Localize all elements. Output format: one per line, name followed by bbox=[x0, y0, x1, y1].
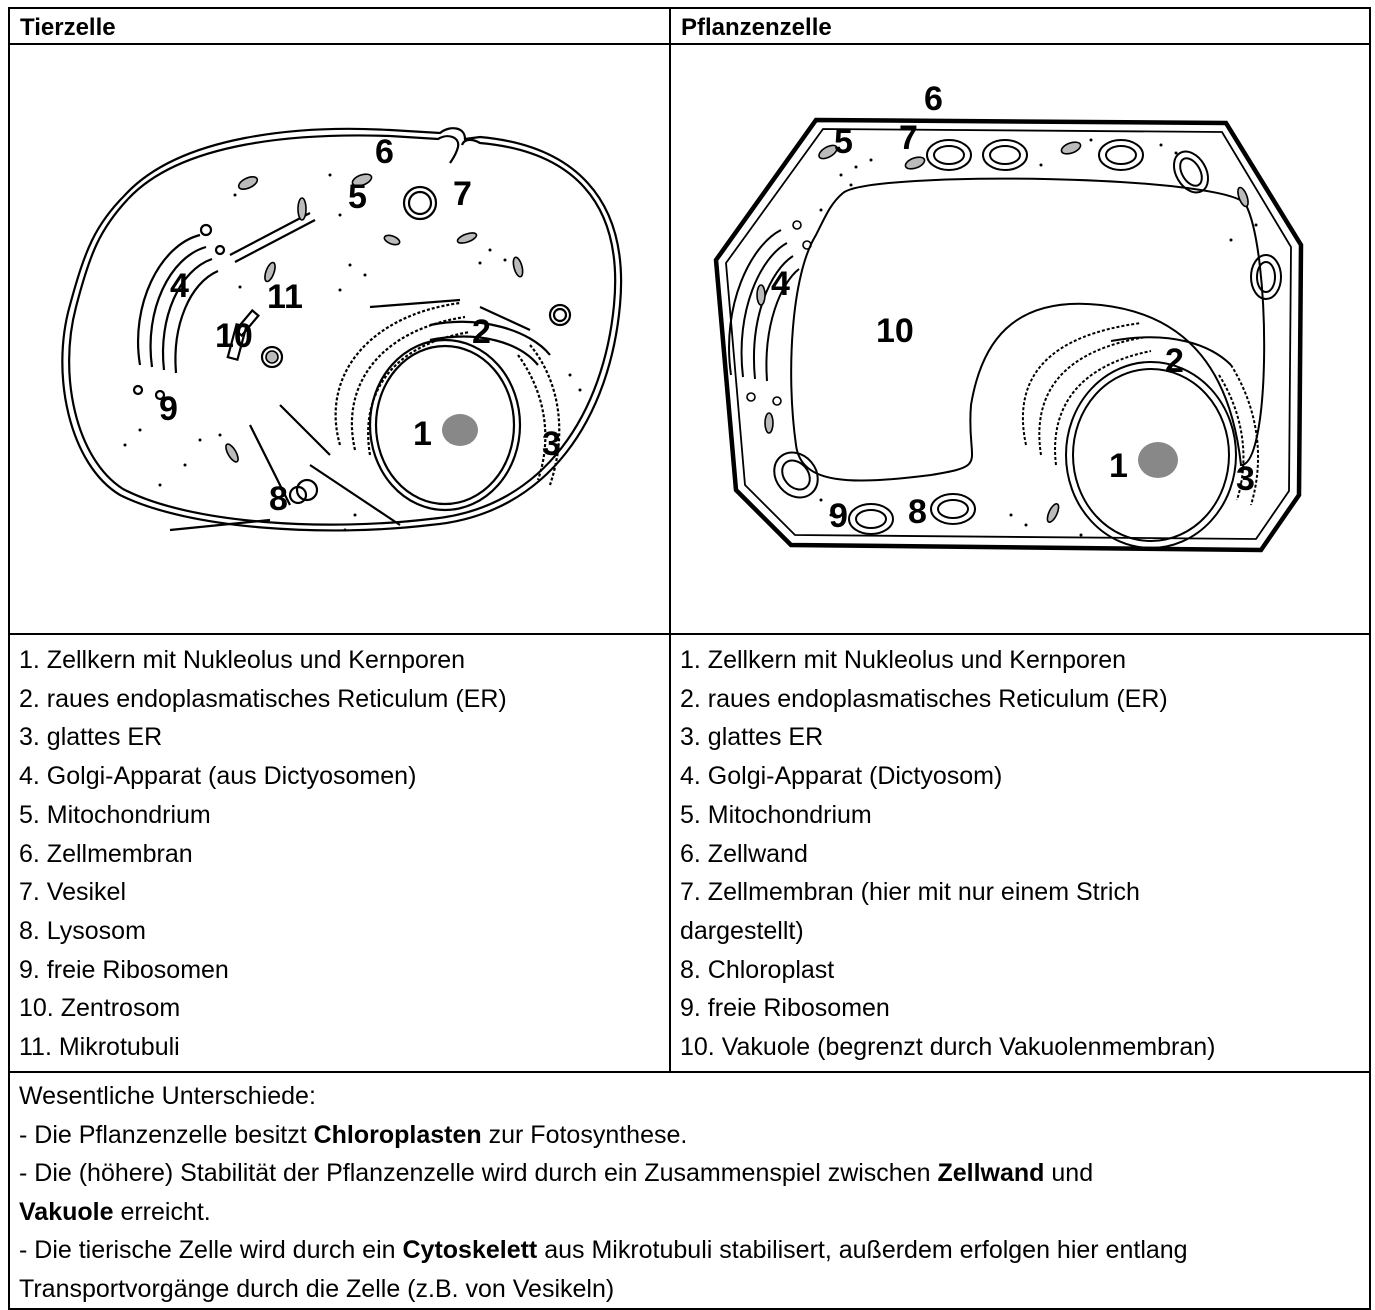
animal-label-8: 8 bbox=[269, 480, 288, 518]
plant-label-3: 3 bbox=[1236, 460, 1255, 498]
animal-legend-item: 8. Lysosom bbox=[19, 912, 669, 951]
animal-nucleolus bbox=[442, 414, 478, 446]
animal-label-9: 9 bbox=[159, 390, 178, 428]
animal-legend-item: 1. Zellkern mit Nukleolus und Kernporen bbox=[19, 641, 669, 680]
animal-cell-diagram: 1 2 3 4 5 6 7 8 9 10 11 bbox=[10, 45, 669, 631]
animal-legend: 1. Zellkern mit Nukleolus und Kernporen … bbox=[9, 634, 670, 1072]
plant-label-2: 2 bbox=[1165, 342, 1184, 380]
plant-label-6: 6 bbox=[924, 80, 943, 118]
animal-legend-item: 11. Mikrotubuli bbox=[19, 1028, 669, 1067]
difference-cytoskeleton: - Die tierische Zelle wird durch ein Cyt… bbox=[19, 1231, 1369, 1308]
diagram-row: 1 2 3 4 5 6 7 8 9 10 11 bbox=[9, 44, 1370, 634]
plant-label-9: 9 bbox=[829, 497, 848, 535]
header-plant-cell: Pflanzenzelle bbox=[670, 8, 1370, 44]
animal-legend-item: 6. Zellmembran bbox=[19, 835, 669, 874]
plant-cell-diagram-cell: 1 2 3 4 5 6 7 8 9 10 bbox=[670, 44, 1370, 634]
plant-legend-item: 7. Zellmembran (hier mit nur einem Stric… bbox=[680, 873, 1240, 950]
animal-label-1: 1 bbox=[413, 415, 432, 453]
animal-membrane bbox=[62, 128, 621, 530]
animal-label-4: 4 bbox=[170, 267, 189, 305]
differences-heading: Wesentliche Unterschiede: bbox=[19, 1077, 1369, 1116]
plant-legend-item: 8. Chloroplast bbox=[680, 951, 1369, 990]
animal-label-10: 10 bbox=[215, 317, 253, 355]
plant-legend-item: 5. Mitochondrium bbox=[680, 796, 1369, 835]
plant-label-10: 10 bbox=[876, 312, 914, 350]
plant-legend-item: 6. Zellwand bbox=[680, 835, 1369, 874]
plant-label-4: 4 bbox=[771, 265, 790, 303]
notes-row: Wesentliche Unterschiede: - Die Pflanzen… bbox=[9, 1072, 1370, 1309]
animal-label-3: 3 bbox=[542, 425, 561, 463]
plant-legend: 1. Zellkern mit Nukleolus und Kernporen … bbox=[670, 634, 1370, 1072]
animal-label-6: 6 bbox=[375, 133, 394, 171]
animal-legend-item: 10. Zentrosom bbox=[19, 989, 669, 1028]
plant-label-5: 5 bbox=[834, 123, 853, 161]
animal-label-5: 5 bbox=[348, 178, 367, 216]
animal-label-7: 7 bbox=[453, 175, 472, 213]
plant-vacuole bbox=[791, 179, 1264, 481]
difference-stability: - Die (höhere) Stabilität der Pflanzenze… bbox=[19, 1154, 1369, 1231]
animal-legend-item: 9. freie Ribosomen bbox=[19, 951, 669, 990]
plant-legend-item: 9. freie Ribosomen bbox=[680, 989, 1369, 1028]
animal-label-11: 11 bbox=[267, 278, 303, 316]
comparison-table: Tierzelle Pflanzenzelle bbox=[8, 7, 1371, 1310]
animal-legend-item: 3. glattes ER bbox=[19, 718, 669, 757]
header-row: Tierzelle Pflanzenzelle bbox=[9, 8, 1370, 44]
animal-label-2: 2 bbox=[472, 313, 491, 351]
plant-label-8: 8 bbox=[908, 493, 927, 531]
difference-chloroplasts: - Die Pflanzenzelle besitzt Chloroplaste… bbox=[19, 1116, 1369, 1155]
plant-legend-item: 3. glattes ER bbox=[680, 718, 1369, 757]
header-animal-cell: Tierzelle bbox=[9, 8, 670, 44]
plant-legend-item: 2. raues endoplasmatisches Reticulum (ER… bbox=[680, 680, 1369, 719]
animal-legend-item: 7. Vesikel bbox=[19, 873, 669, 912]
differences-cell: Wesentliche Unterschiede: - Die Pflanzen… bbox=[9, 1072, 1370, 1309]
animal-legend-item: 2. raues endoplasmatisches Reticulum (ER… bbox=[19, 680, 669, 719]
animal-legend-item: 5. Mitochondrium bbox=[19, 796, 669, 835]
plant-cell-diagram: 1 2 3 4 5 6 7 8 9 10 bbox=[671, 45, 1369, 631]
plant-label-7: 7 bbox=[899, 119, 918, 157]
animal-cell-diagram-cell: 1 2 3 4 5 6 7 8 9 10 11 bbox=[9, 44, 670, 634]
animal-legend-item: 4. Golgi-Apparat (aus Dictyosomen) bbox=[19, 757, 669, 796]
plant-legend-item: 4. Golgi-Apparat (Dictyosom) bbox=[680, 757, 1369, 796]
plant-legend-item: 1. Zellkern mit Nukleolus und Kernporen bbox=[680, 641, 1369, 680]
plant-label-1: 1 bbox=[1109, 447, 1128, 485]
plant-cell-wall bbox=[716, 120, 1301, 550]
plant-legend-item: 10. Vakuole (begrenzt durch Vakuolenmemb… bbox=[680, 1028, 1369, 1067]
legend-row: 1. Zellkern mit Nukleolus und Kernporen … bbox=[9, 634, 1370, 1072]
